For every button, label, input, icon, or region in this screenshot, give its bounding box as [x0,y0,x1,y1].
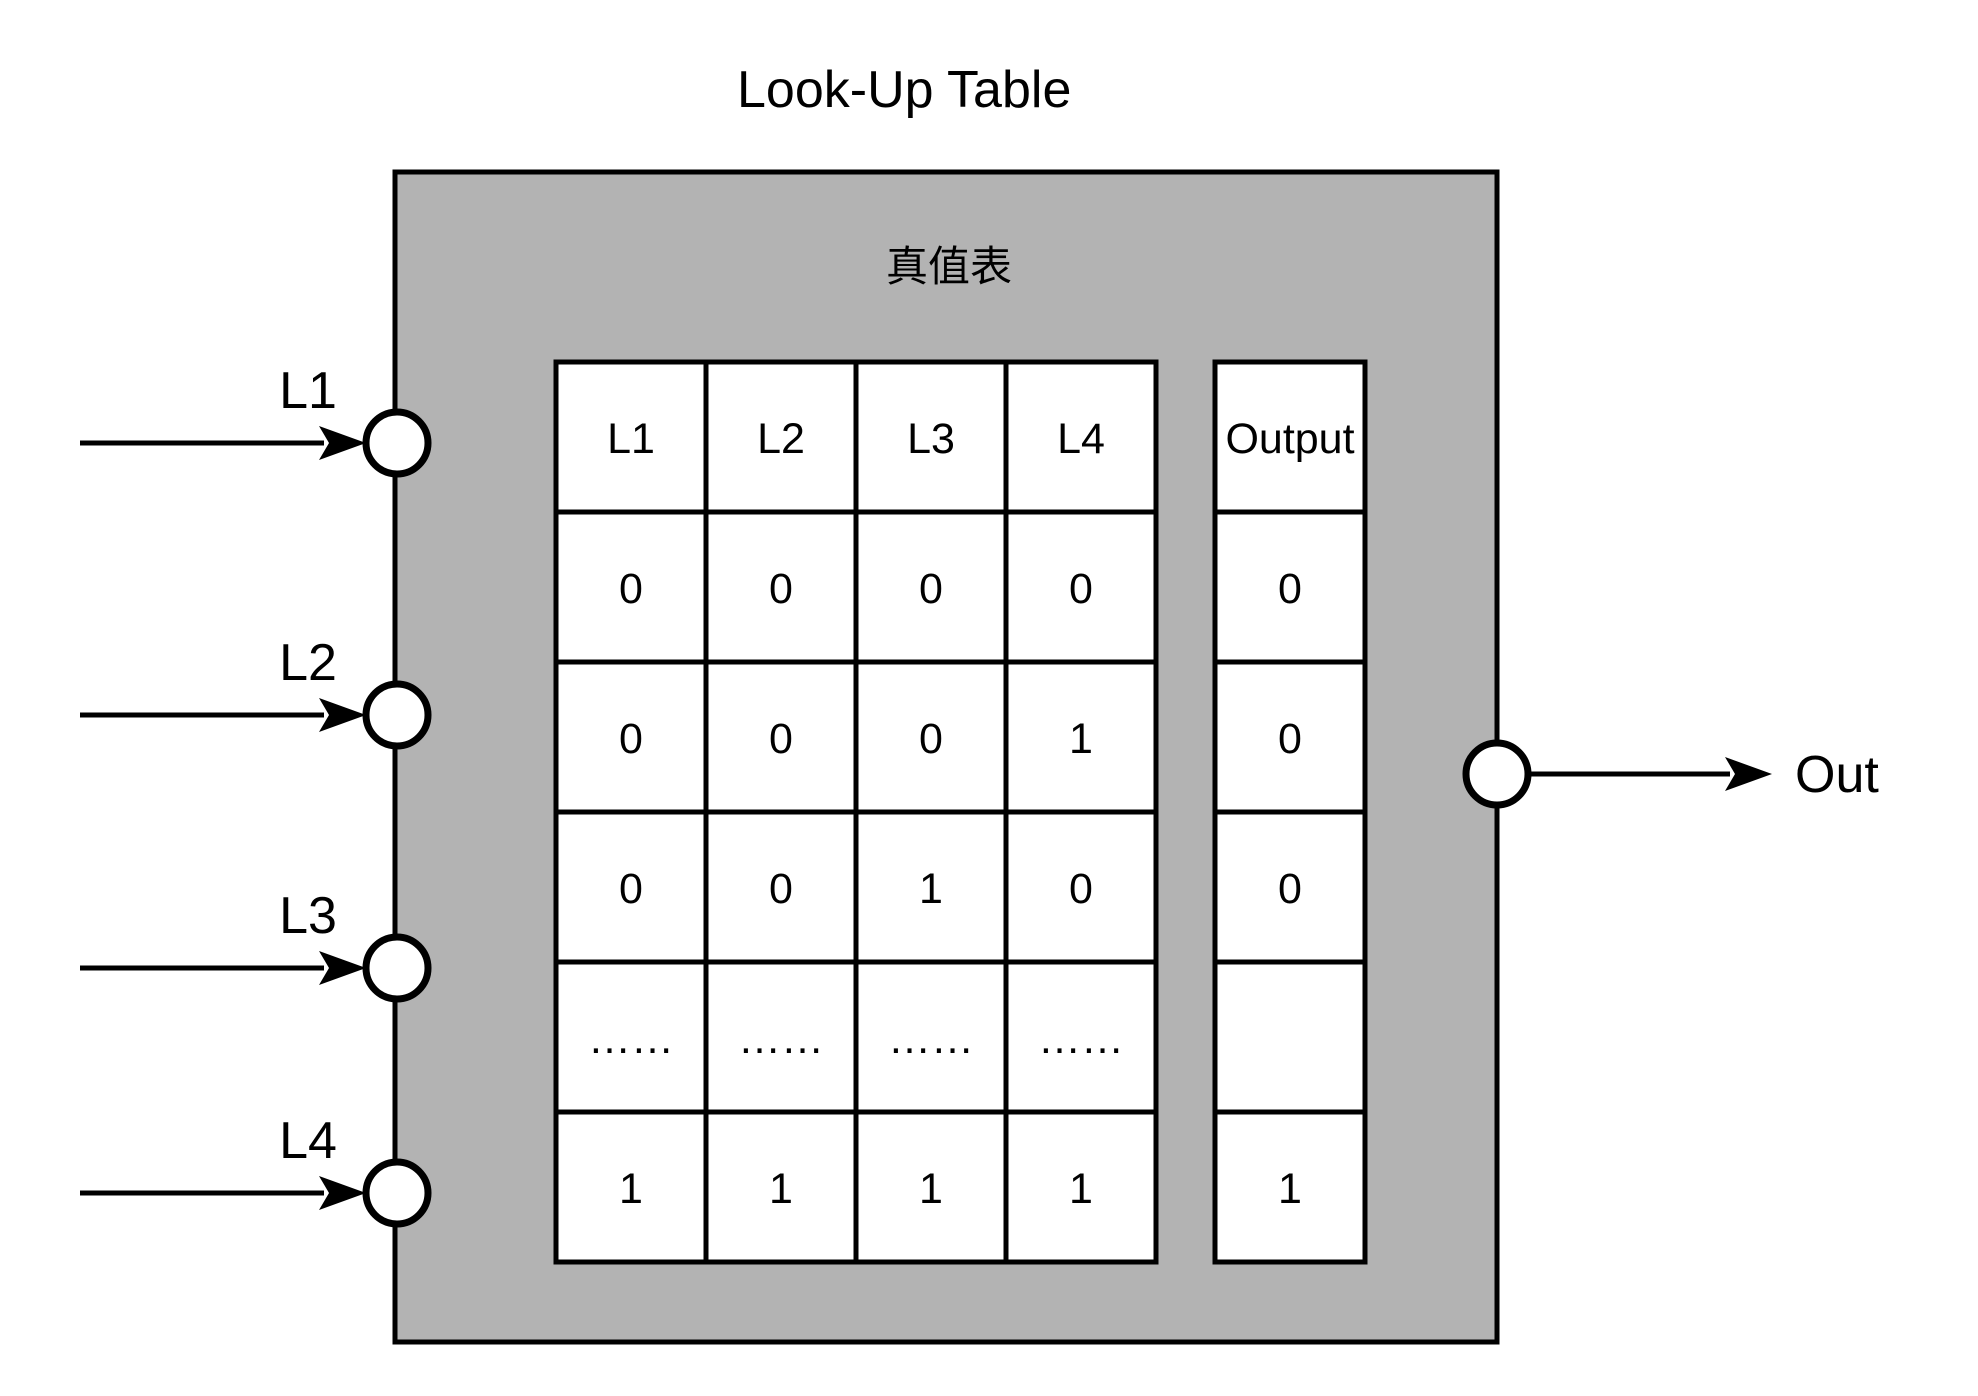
truth-table-cell-text: 1 [769,1165,793,1213]
truth-table-cell-text: 1 [1069,715,1093,763]
lut-box-label: 真值表 [886,243,1012,290]
input-label: L4 [279,1112,337,1170]
truth-table-cell [853,809,1009,965]
truth-table-cell-text: 0 [619,865,643,913]
truth-table-cell-text: 1 [619,1165,643,1213]
input-port-l2: L2 [80,634,432,750]
truth-table-header-text: L2 [757,415,805,463]
output-value-cell [1212,659,1368,815]
input-port-l1: L1 [80,362,432,478]
output-port: Out [1462,739,1879,809]
truth-table-cell-text: 0 [919,715,943,763]
input-label: L3 [279,887,337,945]
truth-table-cell [553,659,709,815]
truth-table-cell [853,1109,1009,1265]
output-value-text: 0 [1278,715,1302,763]
truth-table-cell-text: 0 [769,715,793,763]
input-label: L2 [279,634,337,692]
truth-table: L1 L2 L3 L4 Output 0 0 0 0 0 0 0 0 1 0 0 0 1 0 0 …… …… …… …… 1 1 1… [553,359,1368,1265]
input-label: L1 [279,362,337,420]
output-value-text: 0 [1278,865,1302,913]
output-arrowhead [1725,757,1772,791]
input-arrowhead [319,1176,366,1210]
input-port-circle [362,933,432,1003]
truth-table-cell [703,509,859,665]
input-arrowhead [319,426,366,460]
truth-table-cell-text: …… [588,1015,674,1063]
truth-table-cell [553,959,709,1115]
truth-table-cell-text: 0 [919,565,943,613]
truth-table-cell [703,1109,859,1265]
truth-table-cell [553,809,709,965]
input-arrowhead [319,951,366,985]
output-value-cell [1212,959,1368,1115]
output-value-cell [1212,509,1368,665]
truth-table-cell-text: 0 [769,865,793,913]
truth-table-cell-text: 1 [919,865,943,913]
input-port-circle [362,408,432,478]
output-value-text: 1 [1278,1165,1302,1213]
truth-table-cell-text: …… [888,1015,974,1063]
output-header-cell [1212,359,1368,515]
truth-table-cell-text: 1 [1069,1165,1093,1213]
output-value-cell [1212,809,1368,965]
output-value-text: 0 [1278,565,1302,613]
diagram-title: Look-Up Table [737,61,1071,119]
input-port-l4: L4 [80,1112,432,1228]
truth-table-cell-text: 0 [1069,565,1093,613]
input-port-l3: L3 [80,887,432,1003]
truth-table-cell-text: 0 [619,565,643,613]
truth-table-cell-text: 0 [619,715,643,763]
truth-table-header-text: L1 [607,415,655,463]
output-label: Out [1795,746,1879,804]
truth-table-cell [1003,809,1159,965]
truth-table-cell-text: 0 [769,565,793,613]
truth-table-header-text: L4 [1057,415,1105,463]
input-port-circle [362,1158,432,1228]
output-header-text: Output [1225,415,1354,463]
truth-table-cell-text: 1 [919,1165,943,1213]
output-port-circle [1462,739,1532,809]
truth-table-cell [853,659,1009,815]
truth-table-header-text: L3 [907,415,955,463]
input-arrowhead [319,698,366,732]
truth-table-cell-text: …… [1038,1015,1124,1063]
truth-table-cell [703,959,859,1115]
truth-table-cell [1003,509,1159,665]
truth-table-cell-text: 0 [1069,865,1093,913]
truth-table-cell [1003,1109,1159,1265]
input-port-circle [362,680,432,750]
truth-table-cell-text: …… [738,1015,824,1063]
output-value-cell [1212,1109,1368,1265]
